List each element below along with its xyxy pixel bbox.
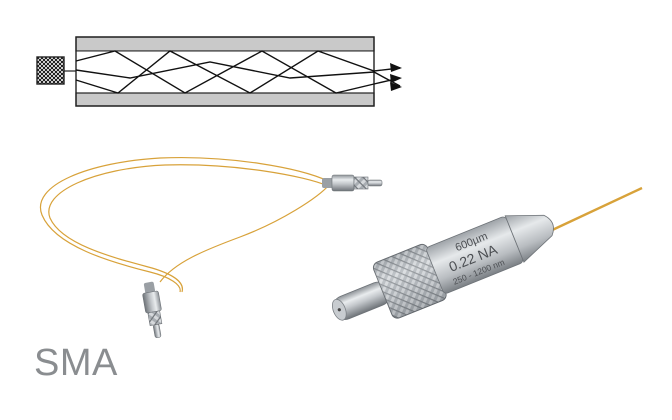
fiber-tail (547, 186, 643, 234)
patch-cable-illustration (39, 156, 383, 338)
ray-arrowheads (390, 63, 402, 91)
ray-paths (75, 50, 401, 94)
cable-connector-bottom (142, 281, 163, 338)
connector-type-label: SMA (34, 342, 118, 384)
cable-connector-top (322, 174, 383, 192)
cladding-bottom (75, 92, 375, 107)
cladding-top (75, 36, 375, 52)
fiber-cross-section-diagram (36, 36, 402, 107)
fiber-loop (39, 156, 331, 293)
connector-closeup-illustration: 600µm 0.22 NA 250 - 1200 nm (331, 186, 643, 321)
strain-relief (504, 214, 554, 263)
fiber-core (75, 50, 375, 94)
fiber-source-icon (36, 56, 76, 85)
